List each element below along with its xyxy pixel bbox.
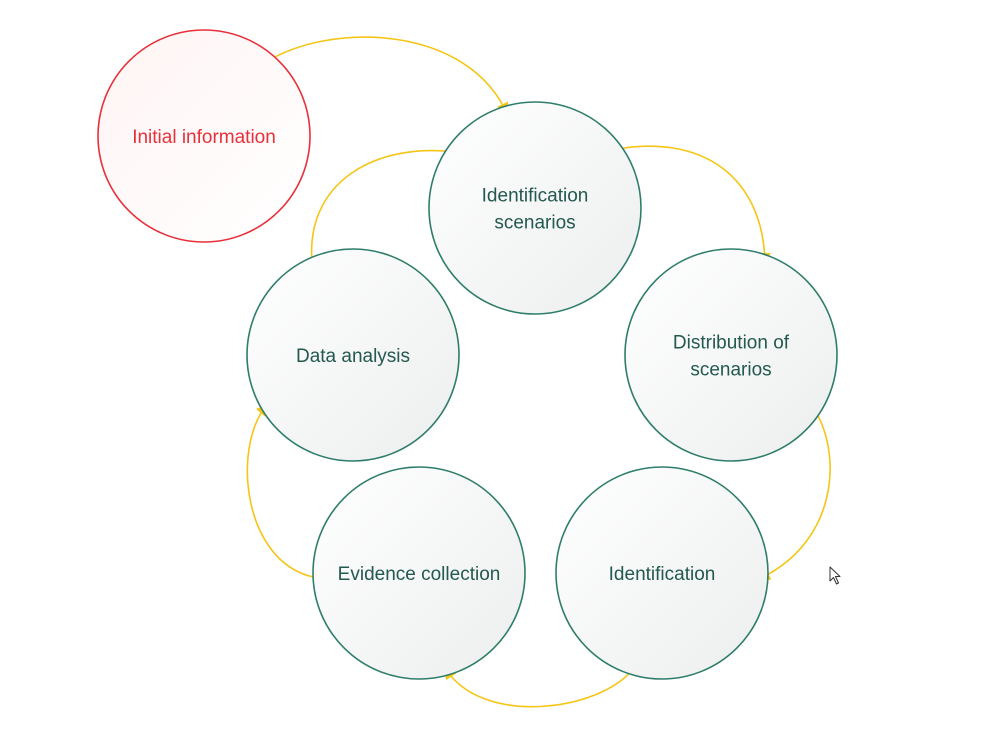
node-circle xyxy=(428,101,642,315)
node-circle xyxy=(246,248,460,462)
node-identification-scenarios: Identification scenarios xyxy=(428,101,642,315)
edge-identification-to-evidence-collection xyxy=(443,663,637,708)
node-circle xyxy=(312,466,526,680)
node-circle xyxy=(97,29,311,243)
mouse-pointer-icon xyxy=(829,566,841,585)
edge-line xyxy=(756,400,831,581)
node-label: Evidence collection xyxy=(338,564,501,585)
node-label: scenarios xyxy=(690,360,771,381)
node-label: Identification xyxy=(609,564,716,585)
node-circle xyxy=(555,466,769,680)
node-label: scenarios xyxy=(494,213,575,234)
node-identification: Identification xyxy=(555,466,769,680)
edge-line xyxy=(246,402,314,578)
edge-line xyxy=(443,663,637,708)
edge-line xyxy=(310,149,462,272)
node-label: Distribution of xyxy=(673,333,790,354)
edge-line xyxy=(606,145,766,267)
node-label: Initial information xyxy=(132,127,276,148)
node-label: Data analysis xyxy=(296,346,410,367)
node-data-analysis: Data analysis xyxy=(246,248,460,462)
node-initial-information: Initial information xyxy=(97,29,311,243)
node-evidence-collection: Evidence collection xyxy=(312,466,526,680)
node-distribution-of-scenarios: Distribution of scenarios xyxy=(624,248,838,462)
node-circle xyxy=(624,248,838,462)
edge-line xyxy=(262,36,509,117)
node-label: Identification xyxy=(482,186,589,207)
